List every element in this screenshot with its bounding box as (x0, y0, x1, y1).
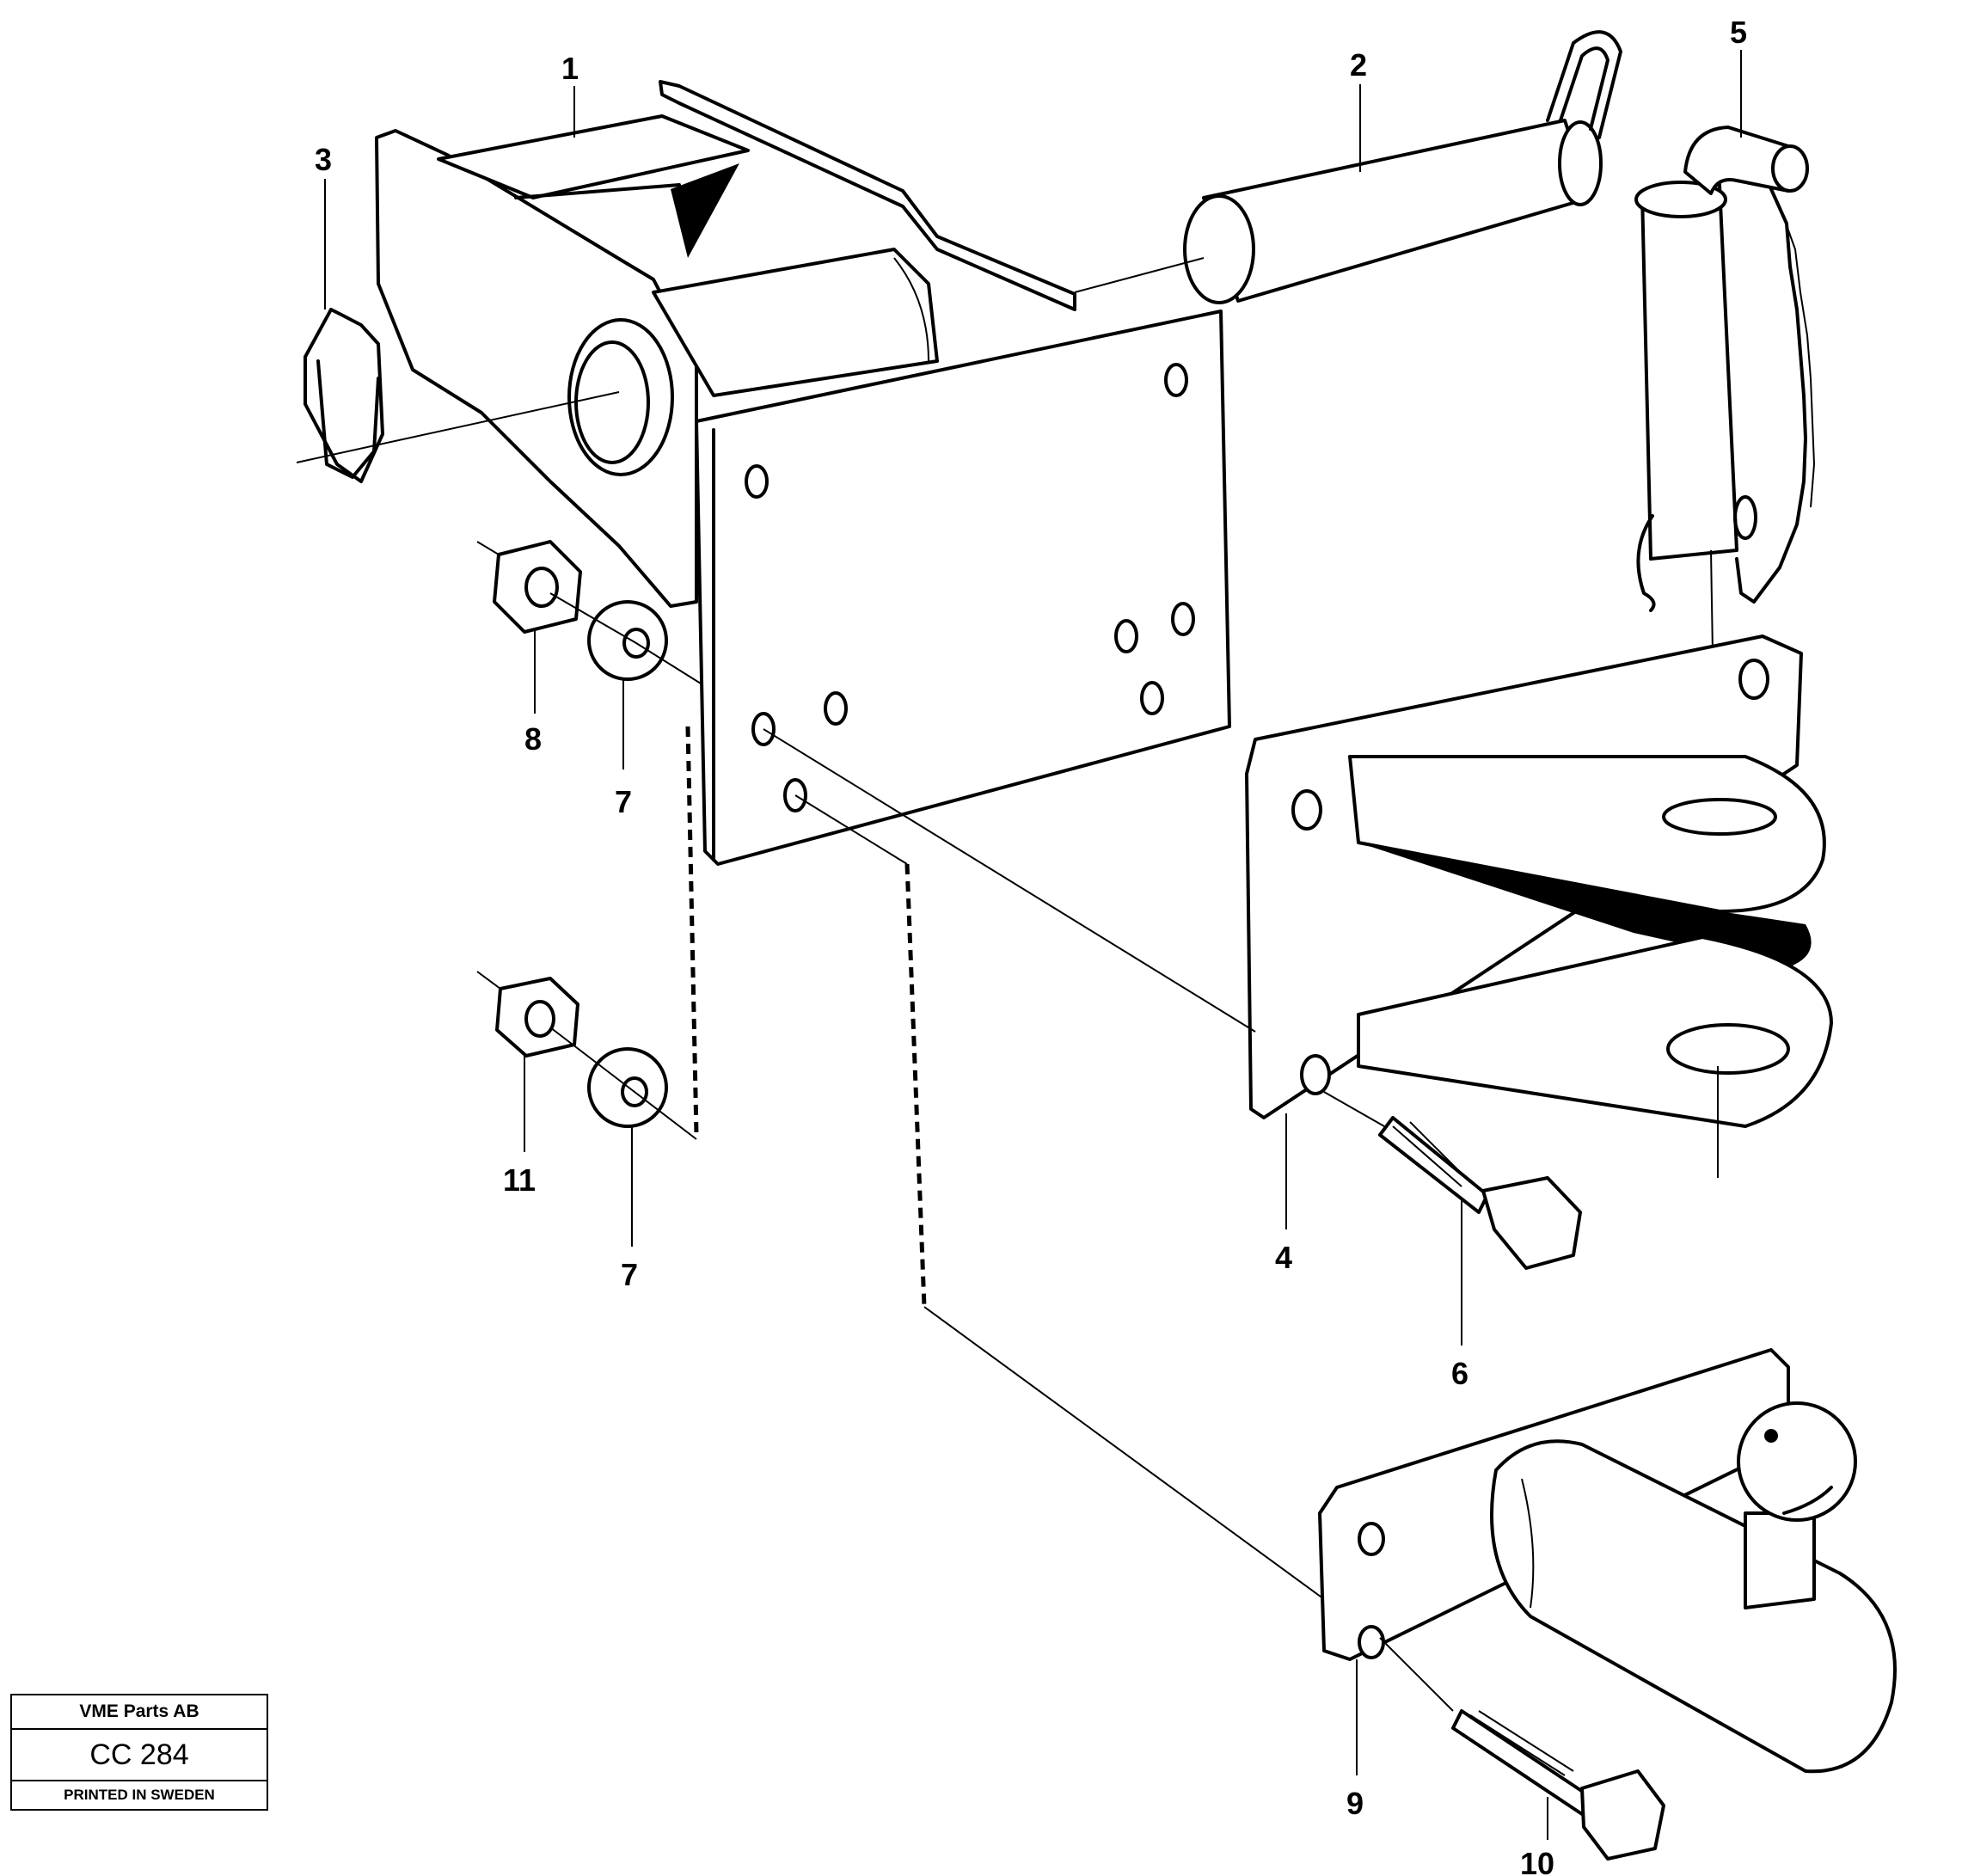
part-9-ball-hitch (1318, 1348, 1897, 1774)
callout-7-lower: 7 (621, 1257, 638, 1292)
company-name: VME Parts AB (12, 1695, 267, 1730)
callout-5: 5 (1730, 15, 1747, 50)
callout-4: 4 (1275, 1240, 1292, 1275)
chain (1735, 187, 1816, 604)
part-3-clip (296, 308, 620, 483)
part-1-frame (375, 80, 1231, 866)
printed-in-label: PRINTED IN SWEDEN (64, 1787, 215, 1803)
part-6-bolt (1323, 1091, 1582, 1270)
leader-line-ball-hitch (923, 1306, 1325, 1600)
callout-6: 6 (1451, 1356, 1468, 1391)
callout-3: 3 (315, 142, 332, 177)
part-2-pin (1074, 30, 1622, 304)
callout-7-upper: 7 (615, 784, 632, 819)
leader-line-hitch (763, 728, 1256, 1033)
part-10-bolt (1379, 1637, 1665, 1861)
callout-1: 1 (561, 51, 579, 86)
part-8-nut (476, 540, 582, 634)
callout-11: 11 (503, 1162, 536, 1198)
drawing-code: CC 284 (12, 1730, 267, 1781)
part-11-nut (476, 971, 579, 1058)
part-7-washer-lower (549, 1027, 697, 1140)
callout-2: 2 (1350, 47, 1367, 83)
callout-9: 9 (1346, 1786, 1364, 1821)
leader-line-ball (794, 794, 908, 865)
part-7-washer-upper (549, 592, 702, 684)
title-block: VME Parts AB CC 284 PRINTED IN SWEDEN (10, 1694, 268, 1811)
callout-10: 10 (1520, 1846, 1554, 1876)
callout-8: 8 (524, 721, 542, 757)
assembly-dashed-line-center (904, 863, 927, 1308)
part-5-locking-pin (1634, 126, 1816, 809)
part-4-hitch (1245, 635, 1833, 1178)
callout-leaders (324, 50, 1742, 1840)
assembly-dashed-line-left (685, 726, 699, 1136)
